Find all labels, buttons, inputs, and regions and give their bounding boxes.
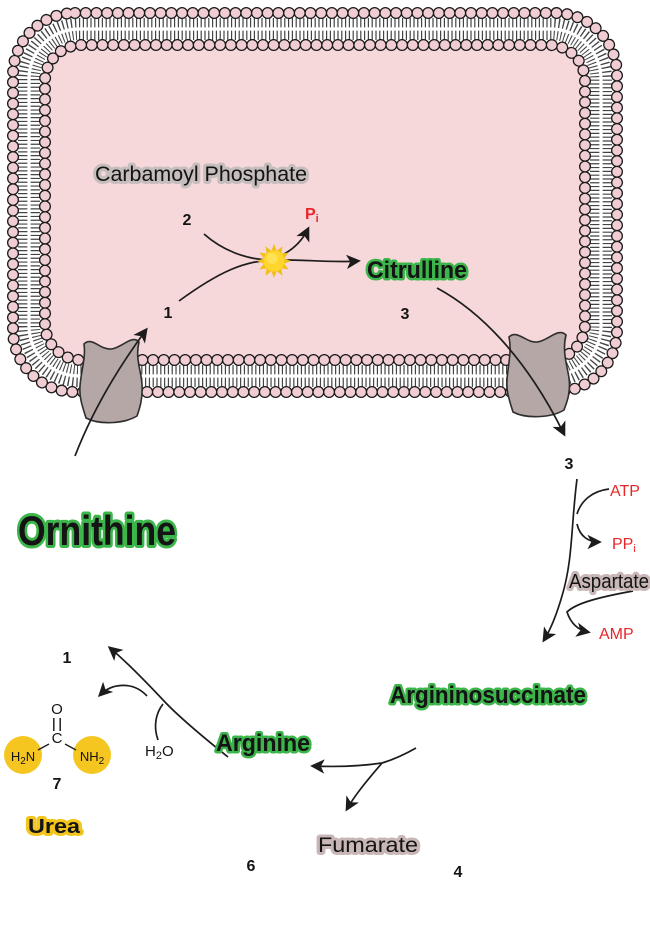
urea-h2n-circle: [4, 736, 42, 774]
arrow-citrulline-out-of-mitochondrion: [436, 287, 566, 437]
label-aspartate: Aspartate: [569, 571, 649, 593]
ppi-base: PP: [612, 536, 633, 553]
h2n-h: H: [11, 749, 20, 764]
label-carbamoyl-phosphate: Carbamoyl Phosphate: [95, 163, 307, 186]
label-ornithine: Ornithine: [18, 507, 176, 554]
arrow-fumarate-out: [345, 762, 383, 812]
urea-atom-o: O: [51, 701, 63, 718]
label-arginine: Arginine: [216, 730, 310, 757]
arrow-ppi-out: [576, 523, 602, 550]
step-number-1-inner: 1: [164, 305, 173, 322]
urea-bond-right: [64, 743, 77, 751]
ppi-sub: i: [633, 543, 635, 555]
step-number-7: 7: [53, 776, 62, 793]
arrow-urea-out: [97, 681, 148, 698]
arrow-to-arginine: [310, 759, 383, 774]
arrow-arginine-to-ornithine: [107, 646, 229, 758]
pi-base: P: [305, 206, 316, 223]
membrane-midline-gap: [27, 27, 603, 378]
urea-group-h2n: H2N: [11, 749, 35, 767]
h2n-n: N: [26, 749, 35, 764]
label-atp: ATP: [610, 483, 640, 500]
step-number-3-inner: 3: [401, 306, 410, 323]
step-number-6: 6: [247, 858, 256, 875]
transporter-right: [506, 331, 571, 418]
label-ppi: PPi: [612, 536, 636, 555]
arrow-aspartate-in-amp-out: [566, 590, 634, 637]
step-number-4: 4: [454, 864, 463, 881]
urea-bond-left: [37, 743, 50, 751]
arrow-citrulline-to-argininosuccinate: [542, 478, 578, 643]
h2n-sub: 2: [20, 756, 26, 767]
arrow-atp-in: [576, 488, 610, 515]
step-number-2: 2: [183, 212, 192, 229]
label-citrulline: Citrulline: [367, 257, 467, 284]
urea-atom-c: C: [52, 730, 63, 747]
pi-sub: i: [316, 213, 319, 225]
nh2-sub: 2: [99, 756, 105, 767]
membrane-outer-heads: [8, 8, 622, 397]
nh2-nh: NH: [80, 749, 99, 764]
h2o-h: H: [145, 743, 156, 760]
h2o-o: O: [162, 743, 174, 760]
step-number-3-outer: 3: [565, 456, 574, 473]
label-amp: AMP: [599, 626, 634, 643]
arrow-ornithine-into-mitochondrion: [74, 327, 148, 457]
label-h2o: H2O: [145, 743, 174, 762]
step-number-1-outer: 1: [63, 650, 72, 667]
label-argininosuccinate: Argininosuccinate: [390, 682, 586, 709]
arrow-h2o-in: [154, 703, 164, 741]
membrane-inner-heads: [40, 40, 590, 365]
arrow-argininosuccinate-stem: [381, 747, 417, 764]
urea-nh2-circle: [73, 736, 111, 774]
urea-group-nh2: NH2: [80, 749, 105, 767]
label-pi: Pi: [305, 206, 319, 225]
mitochondrion-matrix: [45, 45, 585, 360]
enzyme-starburst-highlight: [266, 253, 278, 264]
label-fumarate: Fumarate: [318, 834, 418, 857]
label-urea: Urea: [28, 816, 81, 838]
h2o-sub: 2: [156, 750, 162, 762]
